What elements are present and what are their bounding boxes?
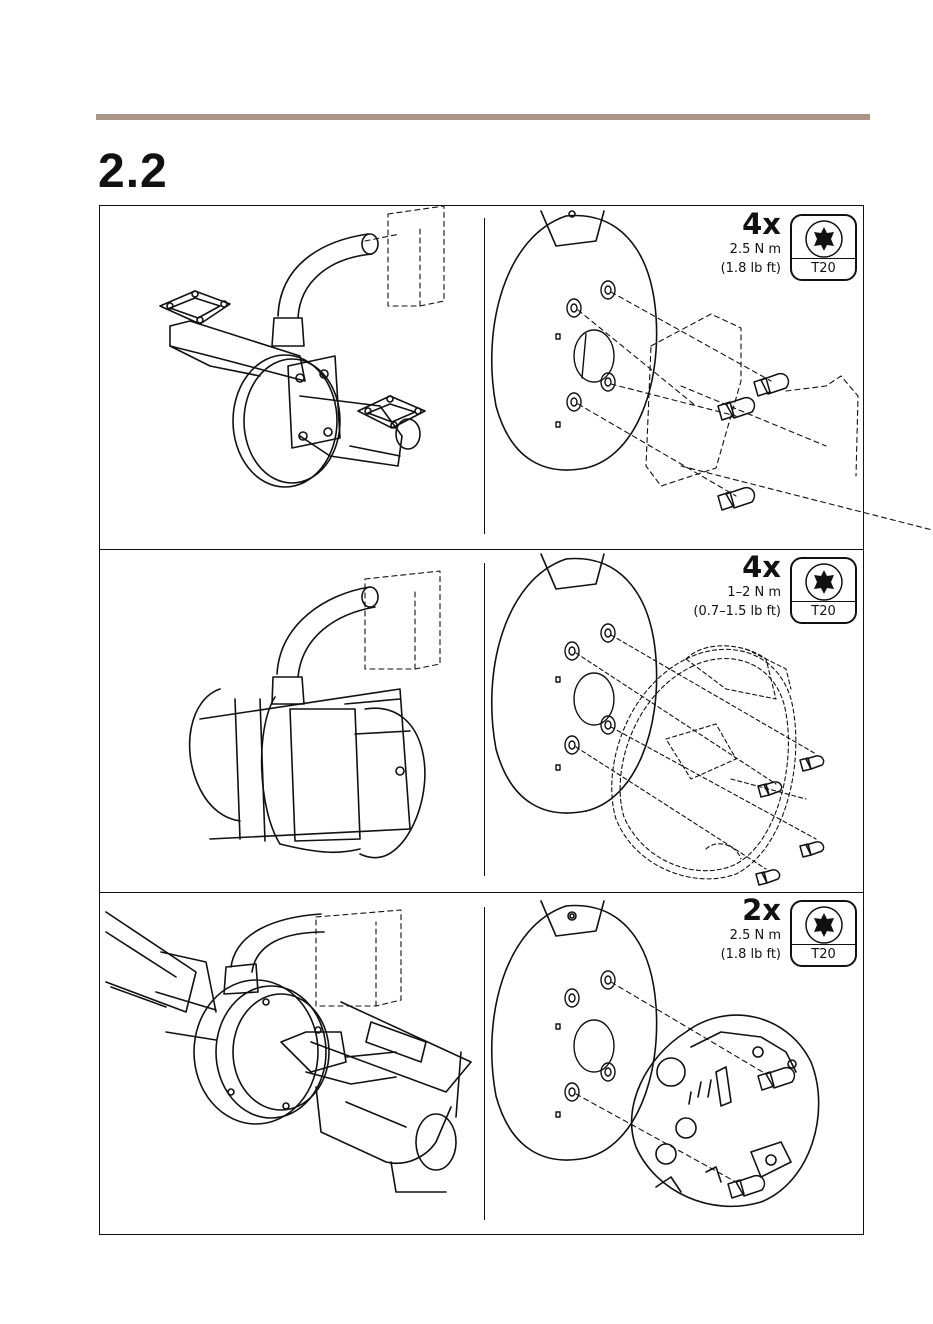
tool-badge: T20 — [790, 214, 857, 281]
screw-count: 4x — [693, 551, 781, 583]
torque-metric: 2.5 N m — [721, 926, 781, 945]
torque-metric: 1–2 N m — [693, 583, 781, 602]
torque-imperial: (1.8 lb ft) — [721, 259, 781, 278]
row-divider — [484, 907, 485, 1220]
torx-bit-icon — [804, 562, 844, 602]
wall-arm-bracket-illustration — [140, 206, 480, 546]
tool-badge: T20 — [790, 557, 857, 624]
fastener-spec: 4x 2.5 N m (1.8 lb ft) — [721, 208, 781, 278]
bullet-camera-mounted-illustration — [106, 892, 482, 1232]
screw-count: 4x — [721, 208, 781, 240]
step-row-2: 4x 1–2 N m (0.7–1.5 lb ft) T20 — [100, 549, 863, 892]
torque-imperial: (0.7–1.5 lb ft) — [693, 602, 781, 621]
row-divider — [484, 563, 485, 876]
instruction-frame: 4x 2.5 N m (1.8 lb ft) T20 — [99, 205, 864, 1235]
tool-label: T20 — [792, 604, 855, 619]
screw-count: 2x — [721, 894, 781, 926]
dome-camera-mounted-illustration — [180, 549, 480, 889]
header-rule — [96, 114, 870, 120]
tool-badge: T20 — [790, 900, 857, 967]
tool-label: T20 — [792, 947, 855, 962]
torque-metric: 2.5 N m — [721, 240, 781, 259]
section-number: 2.2 — [98, 148, 168, 196]
torque-imperial: (1.8 lb ft) — [721, 945, 781, 964]
step-row-1: 4x 2.5 N m (1.8 lb ft) T20 — [100, 206, 863, 549]
row-divider — [484, 218, 485, 534]
torx-bit-icon — [804, 219, 844, 259]
fastener-spec: 4x 1–2 N m (0.7–1.5 lb ft) — [693, 551, 781, 621]
torx-bit-icon — [804, 905, 844, 945]
tool-label: T20 — [792, 261, 855, 276]
step-row-3: 2x 2.5 N m (1.8 lb ft) T20 — [100, 892, 863, 1235]
fastener-spec: 2x 2.5 N m (1.8 lb ft) — [721, 894, 781, 964]
